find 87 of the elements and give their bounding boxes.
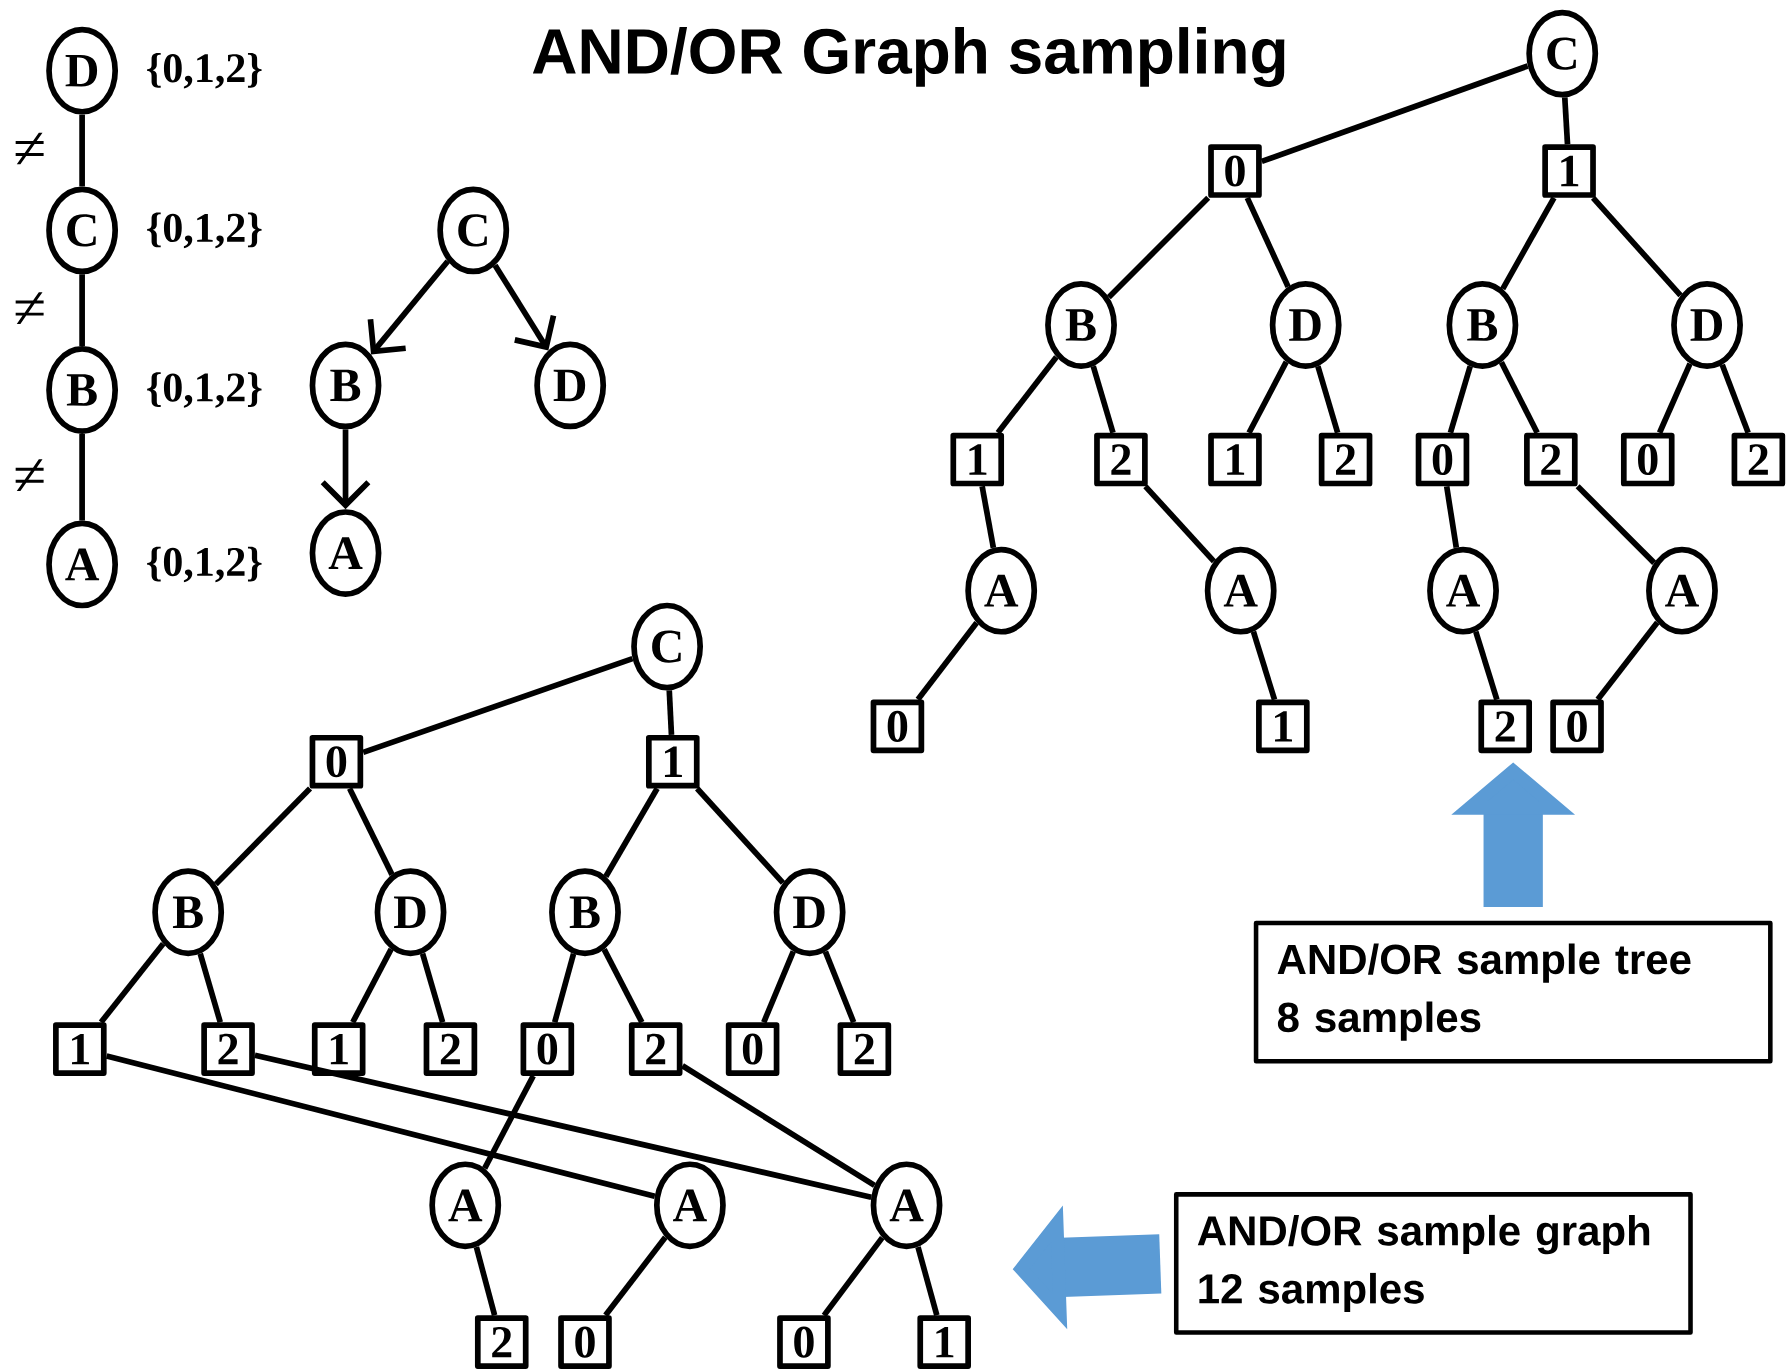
connector-line <box>213 786 313 886</box>
connector-line <box>1447 365 1473 434</box>
value-box: 1 <box>1208 432 1262 487</box>
connector-line <box>1500 196 1557 290</box>
value-box: 2 <box>837 1022 892 1076</box>
connector-line <box>1106 195 1211 299</box>
value-box: 0 <box>1550 699 1604 753</box>
connector-line <box>821 1235 885 1317</box>
connector-line <box>551 952 577 1023</box>
value-box: 0 <box>777 1315 831 1369</box>
value-box: 1 <box>1542 144 1596 198</box>
domain-label: {0,1,2} <box>147 371 262 408</box>
connector-line <box>1656 362 1693 434</box>
connector-line <box>915 1245 940 1316</box>
value-box: 2 <box>1478 699 1532 753</box>
connector-line <box>362 655 634 755</box>
connector-line <box>1590 195 1683 298</box>
edge-label: ≠ <box>15 292 44 324</box>
value-box: 2 <box>1524 432 1578 487</box>
connector-line <box>197 952 223 1023</box>
connector-line <box>79 274 85 346</box>
value-box: 0 <box>1208 144 1262 198</box>
value-box: 1 <box>917 1315 971 1369</box>
value-box: 2 <box>628 1022 683 1076</box>
connector-line <box>419 952 446 1023</box>
connector-line <box>1260 63 1529 164</box>
value-box: 0 <box>1415 432 1470 487</box>
connector-line <box>822 950 857 1024</box>
connector-line <box>995 354 1059 435</box>
connector-line <box>1498 360 1540 434</box>
value-box: 0 <box>870 699 925 753</box>
connector-line <box>1090 365 1116 434</box>
value-box: 0 <box>1620 432 1675 487</box>
value-box: 1 <box>950 432 1005 487</box>
connector-line <box>79 433 85 521</box>
domain-label: {0,1,2} <box>147 52 262 89</box>
connector-line <box>695 786 786 885</box>
value-box: 2 <box>423 1022 478 1076</box>
value-box: 0 <box>309 734 364 789</box>
connector-line <box>1719 363 1751 434</box>
connector-line <box>1443 485 1460 548</box>
caption-box: AND/OR sample graph 12 samples <box>1173 1191 1693 1335</box>
connector-line <box>1250 630 1278 701</box>
connector-line <box>482 1074 536 1170</box>
connector-line <box>1246 360 1289 434</box>
connector-line <box>105 1052 656 1199</box>
connector-line <box>1244 196 1291 288</box>
connector-line <box>761 950 796 1024</box>
connector-line <box>603 1235 668 1317</box>
edge-label: ≠ <box>15 132 44 165</box>
arrow <box>367 259 450 355</box>
connector-line <box>1473 630 1500 701</box>
connector-line <box>347 787 395 876</box>
domain-label: {0,1,2} <box>147 212 262 248</box>
value-box: 2 <box>1094 432 1148 487</box>
connector-line <box>979 485 997 549</box>
edge-label: ≠ <box>15 459 44 491</box>
value-box: 1 <box>53 1022 107 1076</box>
connector-line <box>1575 484 1657 565</box>
value-box: 2 <box>1731 432 1786 487</box>
connector-line <box>473 1246 498 1316</box>
connector-line <box>350 947 394 1024</box>
connector-line <box>79 114 85 187</box>
value-box: 1 <box>1256 699 1310 753</box>
connector-line <box>601 947 645 1024</box>
connector-line <box>1561 97 1571 145</box>
connector-line <box>915 620 979 702</box>
connector-line <box>98 941 166 1024</box>
title: AND/OR Graph sampling <box>532 26 1285 87</box>
value-box: 0 <box>558 1315 612 1369</box>
connector-line <box>1315 365 1341 434</box>
value-box: 2 <box>1318 432 1373 487</box>
value-box: 2 <box>474 1315 529 1369</box>
caption-box: AND/OR sample tree 8 samples <box>1253 920 1773 1064</box>
value-box: 2 <box>201 1022 255 1076</box>
connector-line <box>681 1063 877 1188</box>
connector-line <box>666 690 675 735</box>
connector-line <box>254 1052 872 1200</box>
value-box: 0 <box>520 1022 575 1076</box>
connector-line <box>603 786 660 878</box>
value-box: 1 <box>646 734 700 789</box>
connector-line <box>1595 620 1660 702</box>
arrow <box>492 263 557 351</box>
connector-line <box>1143 484 1217 564</box>
value-box: 1 <box>311 1022 366 1076</box>
value-box: 0 <box>725 1022 780 1076</box>
domain-label: {0,1,2} <box>147 546 262 583</box>
